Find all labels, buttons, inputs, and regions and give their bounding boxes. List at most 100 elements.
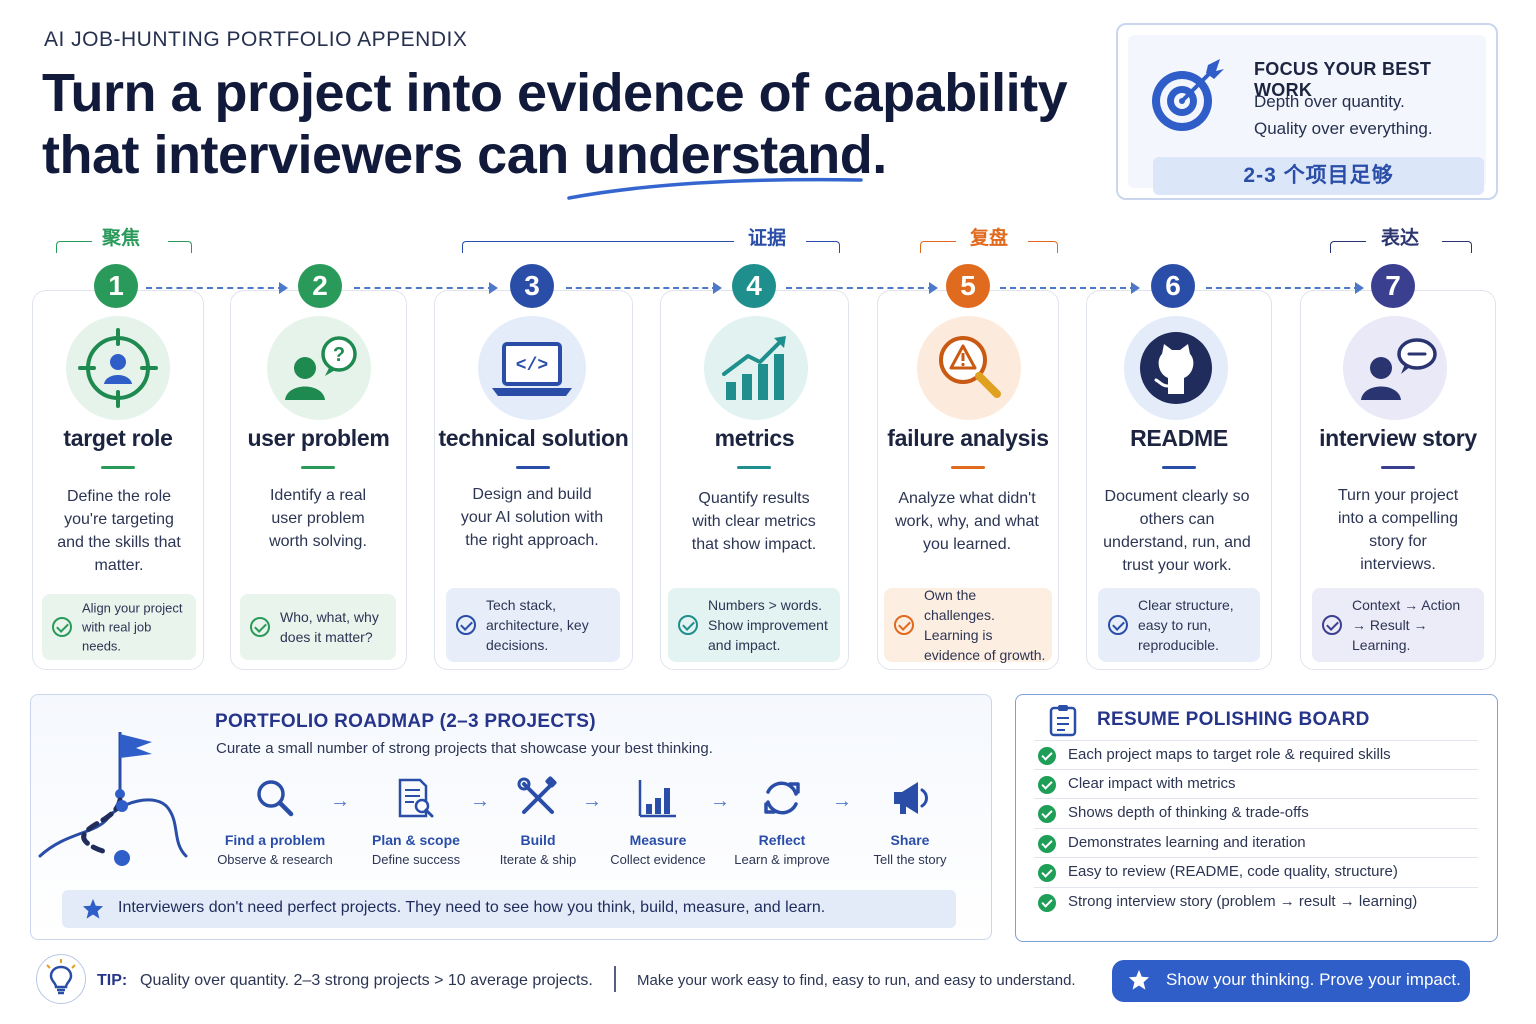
person-speech-icon	[1361, 338, 1437, 400]
cta-text: Show your thinking. Prove your impact.	[1166, 970, 1461, 989]
focus-box: FOCUS YOUR BEST WORK Depth over quantity…	[1116, 23, 1498, 200]
check-circle-icon	[1038, 894, 1056, 912]
step-note-2: Who, what, why does it matter?	[240, 594, 396, 660]
resume-board-item: Demonstrates learning and iteration	[1034, 828, 1478, 857]
bar-chart-icon	[638, 780, 676, 818]
step-desc-3: Design and build your AI solution with t…	[460, 486, 604, 549]
step-note-text-2: Who, what, why does it matter?	[280, 609, 379, 645]
roadmap-arrow: →	[470, 790, 490, 812]
roadmap-path-flag-icon	[38, 732, 188, 866]
check-circle-icon	[250, 617, 270, 637]
roadmap-step-desc: Learn & improve	[734, 852, 830, 867]
resume-board-item-text: Clear impact with metrics	[1068, 775, 1236, 792]
step-icon-bg-4	[704, 316, 808, 420]
document-search-icon	[398, 778, 434, 818]
step-number-4: 4	[732, 264, 776, 308]
title-underline-swoosh	[567, 177, 863, 200]
check-circle-icon	[678, 615, 698, 635]
group-label-evidence: 证据	[748, 228, 787, 249]
flow-arrow-3-4	[566, 282, 722, 294]
search-icon	[257, 780, 294, 817]
step-divider-7	[1381, 466, 1415, 469]
cta-banner	[1112, 960, 1470, 1002]
roadmap-step-name: Measure	[629, 832, 687, 848]
target-arrow-icon	[1152, 59, 1224, 131]
star-icon	[82, 898, 104, 919]
step-note-text-6: Clear structure, easy to run, reproducib…	[1138, 597, 1234, 653]
step-desc-5: Analyze what didn't work, why, and what …	[895, 490, 1039, 553]
focus-line-1: Depth over quantity.	[1254, 92, 1405, 111]
page-kicker: AI JOB-HUNTING PORTFOLIO APPENDIX	[44, 28, 468, 51]
roadmap-banner-text: Interviewers don't need perfect projects…	[118, 899, 826, 916]
group-label-focus: 聚焦	[102, 228, 141, 249]
step-title-2: user problem	[247, 425, 390, 451]
target-person-icon	[78, 328, 158, 408]
step-icon-bg-2: ?	[267, 316, 371, 420]
step-title-4: metrics	[714, 425, 795, 451]
clipboard-checklist-icon	[1049, 705, 1077, 737]
step-icon-bg-3: </>	[478, 316, 586, 420]
roadmap-step-desc: Observe & research	[217, 852, 333, 867]
step-divider-3	[516, 466, 550, 469]
group-bracket-expression-right	[1442, 241, 1472, 253]
step-note-1: Align your project with real job needs.	[42, 594, 196, 660]
step-title-3: technical solution	[438, 425, 629, 451]
resume-board-heading: RESUME POLISHING BOARD	[1097, 709, 1370, 730]
flow-arrow-6-7	[1206, 282, 1364, 294]
step-icon-bg-1	[66, 316, 170, 420]
person-question-icon: ?	[285, 336, 357, 400]
tip-separator	[614, 966, 616, 992]
star-icon	[1128, 969, 1150, 990]
step-divider-4	[737, 466, 771, 469]
svg-text:?: ?	[333, 344, 345, 366]
group-bracket-expression-left	[1330, 241, 1366, 253]
step-divider-6	[1162, 466, 1196, 469]
check-circle-icon	[52, 617, 72, 637]
check-circle-icon	[1038, 805, 1056, 823]
roadmap-heading: PORTFOLIO ROADMAP (2–3 PROJECTS)	[215, 711, 596, 732]
resume-board-item-text: Demonstrates learning and iteration	[1068, 834, 1306, 851]
roadmap-arrow: →	[710, 790, 730, 812]
roadmap-step-name: Reflect	[758, 832, 806, 848]
laptop-code-icon: </>	[492, 342, 572, 396]
roadmap-subtitle: Curate a small number of strong projects…	[216, 740, 713, 757]
flow-arrow-1-2	[146, 282, 288, 294]
roadmap-arrow: →	[582, 790, 602, 812]
roadmap-banner	[62, 890, 956, 928]
resume-board-item-text: Each project maps to target role & requi…	[1068, 746, 1391, 763]
step-number-6: 6	[1151, 264, 1195, 308]
roadmap-step-name: Plan & scope	[372, 832, 460, 848]
step-number-2: 2	[298, 264, 342, 308]
check-circle-icon	[1038, 864, 1056, 882]
resume-board-item-text: Shows depth of thinking & trade-offs	[1068, 804, 1309, 821]
step-desc-1: Define the role you're targeting and the…	[57, 488, 181, 574]
group-bracket-focus-right	[168, 241, 192, 253]
flow-arrow-5-6	[1000, 282, 1140, 294]
step-note-5: Own the challenges. Learning is evidence…	[884, 587, 1052, 663]
step-note-text-5: Own the challenges. Learning is evidence…	[924, 587, 1046, 663]
resume-board-item: Easy to review (README, code quality, st…	[1034, 857, 1478, 886]
check-circle-icon	[1038, 835, 1056, 853]
roadmap-step-desc: Iterate & ship	[499, 852, 577, 867]
roadmap-step-desc: Collect evidence	[610, 852, 706, 867]
step-note-4: Numbers > words. Show improvement and im…	[668, 588, 840, 662]
step-number-5: 5	[946, 264, 990, 308]
step-desc-4: Quantify results with clear metrics that…	[691, 490, 817, 553]
group-bracket-review-right	[1028, 241, 1058, 253]
step-icon-bg-5	[917, 316, 1021, 420]
check-circle-icon	[1038, 747, 1056, 765]
group-bracket-evidence-right	[806, 241, 840, 253]
github-icon	[1140, 332, 1212, 404]
roadmap-step-name: Share	[890, 832, 930, 848]
refresh-icon	[764, 781, 800, 815]
tip-text: Quality over quantity. 2–3 strong projec…	[140, 972, 593, 989]
resume-board-item: Each project maps to target role & requi…	[1034, 740, 1478, 769]
step-number-3: 3	[510, 264, 554, 308]
check-circle-icon	[1038, 776, 1056, 794]
flow-arrow-2-3	[354, 282, 498, 294]
step-title-1: target role	[63, 425, 173, 451]
step-title-7: interview story	[1319, 425, 1477, 451]
roadmap-step-desc: Define success	[371, 852, 461, 867]
step-desc-6: Document clearly so others can understan…	[1103, 488, 1251, 574]
resume-board-item: Shows depth of thinking & trade-offs	[1034, 798, 1478, 827]
